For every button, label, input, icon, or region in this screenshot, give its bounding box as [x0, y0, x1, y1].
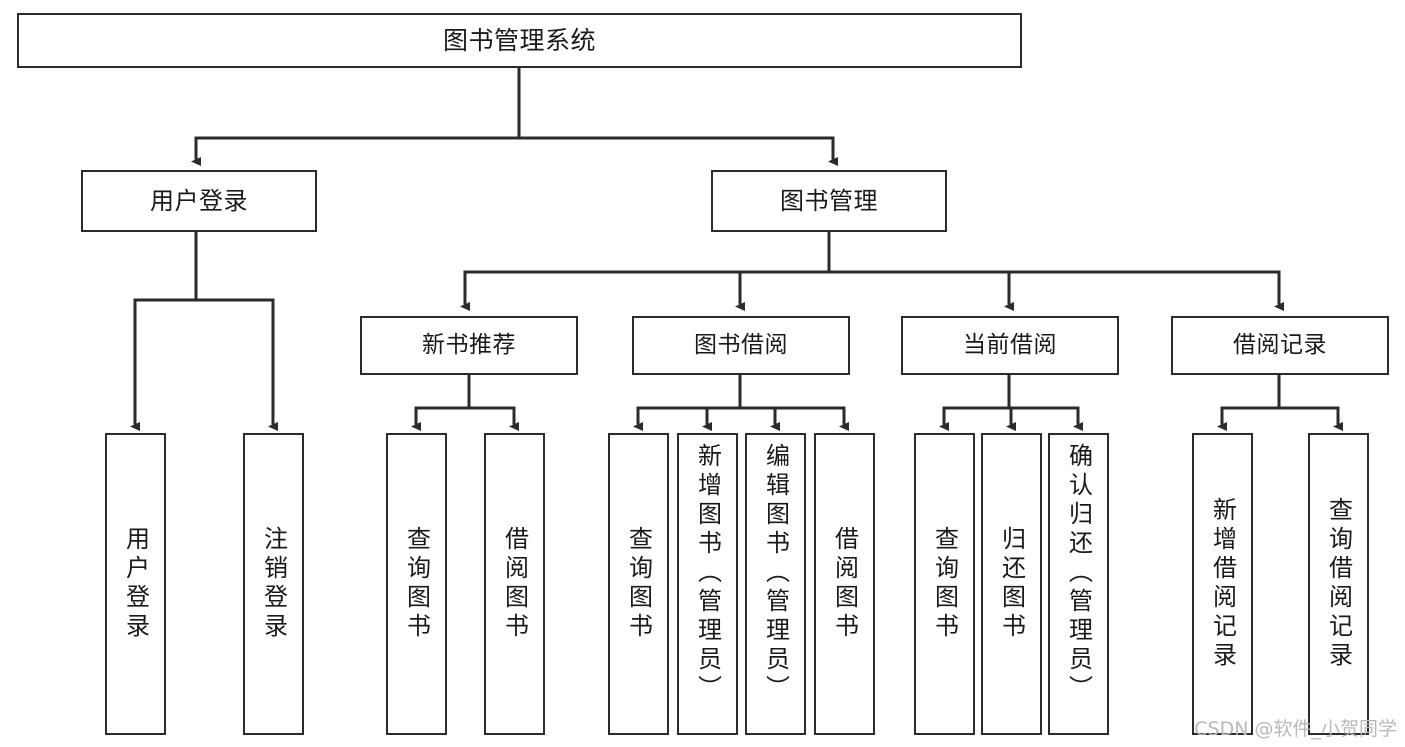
- node-leaf-user-login-label: 用户登录: [121, 526, 150, 642]
- node-leaf-confirm-return[interactable]: 确认归还（管理员）: [1048, 433, 1109, 735]
- node-leaf-add-book-label: 新增图书（管理员）: [693, 443, 722, 704]
- node-borrow-record-label: 借阅记录: [1233, 332, 1327, 358]
- node-leaf-confirm-return-label: 确认归还（管理员）: [1064, 443, 1093, 704]
- node-book-borrow-label: 图书借阅: [694, 332, 788, 358]
- node-leaf-borrow-book-1-label: 借阅图书: [500, 526, 529, 642]
- node-book-borrow[interactable]: 图书借阅: [632, 316, 850, 375]
- node-leaf-query-book-3-label: 查询图书: [930, 526, 959, 642]
- node-borrow-record[interactable]: 借阅记录: [1171, 316, 1389, 375]
- node-leaf-add-record[interactable]: 新增借阅记录: [1192, 433, 1253, 735]
- node-current-borrow[interactable]: 当前借阅: [901, 316, 1119, 375]
- node-leaf-query-book-3[interactable]: 查询图书: [914, 433, 975, 735]
- node-leaf-query-book-1-label: 查询图书: [402, 526, 431, 642]
- node-leaf-edit-book-label: 编辑图书（管理员）: [761, 443, 790, 704]
- node-leaf-user-login[interactable]: 用户登录: [105, 433, 166, 735]
- node-user-login-label: 用户登录: [150, 187, 248, 215]
- node-leaf-logout-login-label: 注销登录: [259, 526, 288, 642]
- node-book-management[interactable]: 图书管理: [711, 170, 947, 232]
- node-leaf-borrow-book-2-label: 借阅图书: [830, 526, 859, 642]
- node-leaf-return-book[interactable]: 归还图书: [981, 433, 1042, 735]
- node-new-book-recommend-label: 新书推荐: [422, 332, 516, 358]
- node-leaf-borrow-book-1[interactable]: 借阅图书: [484, 433, 545, 735]
- node-leaf-query-book-1[interactable]: 查询图书: [386, 433, 447, 735]
- node-root-label: 图书管理系统: [442, 26, 596, 55]
- node-current-borrow-label: 当前借阅: [963, 332, 1057, 358]
- node-user-login[interactable]: 用户登录: [81, 170, 317, 232]
- node-root-book-management-system[interactable]: 图书管理系统: [17, 13, 1022, 68]
- node-leaf-query-book-2-label: 查询图书: [624, 526, 653, 642]
- node-leaf-logout-login[interactable]: 注销登录: [243, 433, 304, 735]
- node-book-management-label: 图书管理: [780, 187, 878, 215]
- node-leaf-query-book-2[interactable]: 查询图书: [608, 433, 669, 735]
- node-new-book-recommend[interactable]: 新书推荐: [360, 316, 578, 375]
- node-leaf-query-record[interactable]: 查询借阅记录: [1308, 433, 1369, 735]
- node-leaf-query-record-label: 查询借阅记录: [1324, 497, 1353, 671]
- node-leaf-return-book-label: 归还图书: [997, 526, 1026, 642]
- node-leaf-add-record-label: 新增借阅记录: [1208, 497, 1237, 671]
- node-leaf-add-book[interactable]: 新增图书（管理员）: [677, 433, 738, 735]
- node-leaf-edit-book[interactable]: 编辑图书（管理员）: [745, 433, 806, 735]
- node-leaf-borrow-book-2[interactable]: 借阅图书: [814, 433, 875, 735]
